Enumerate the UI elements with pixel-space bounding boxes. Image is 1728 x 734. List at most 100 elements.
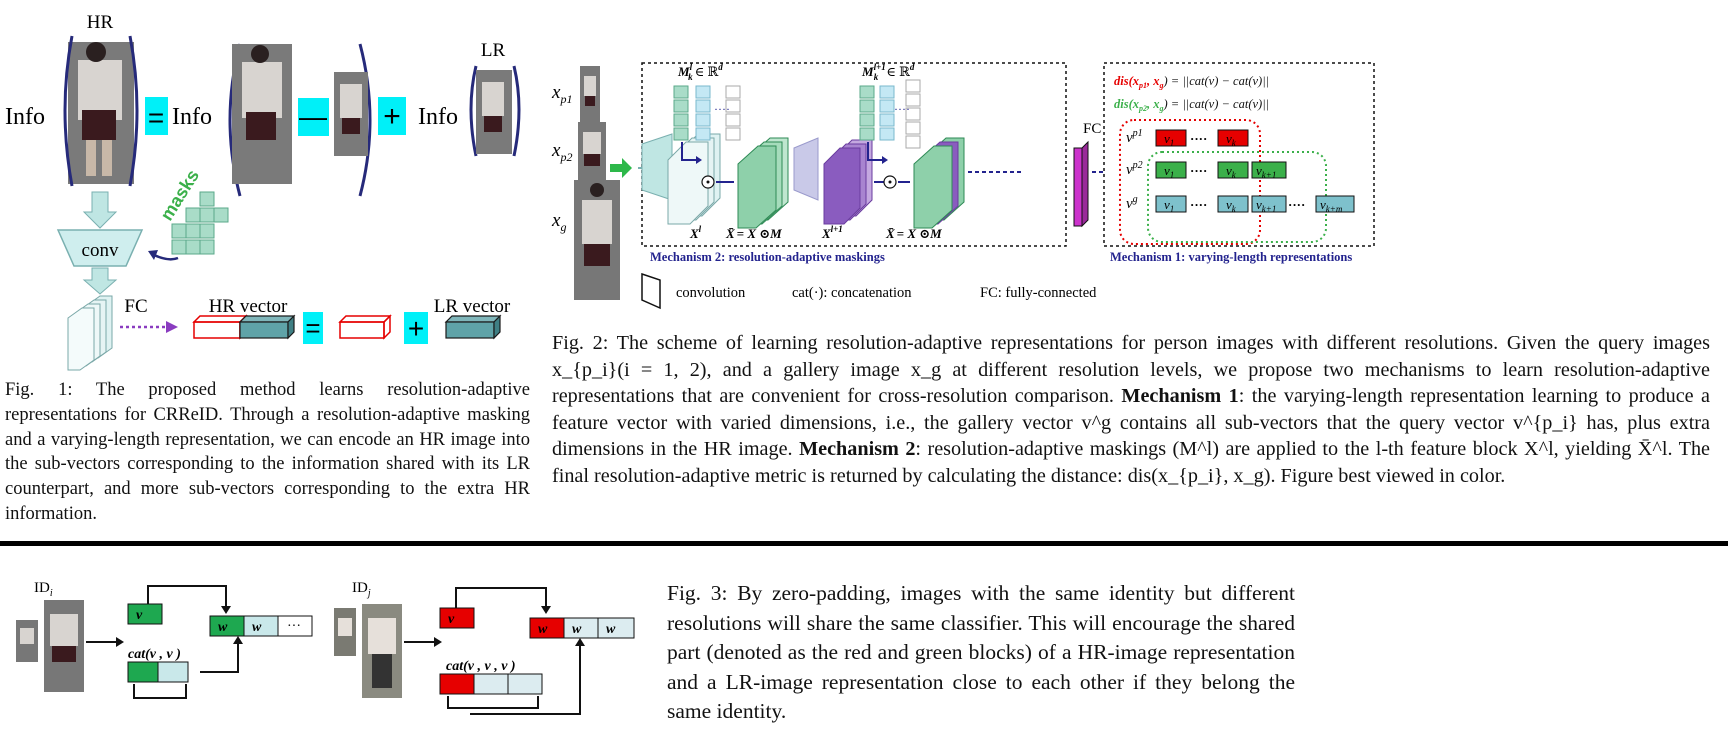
fig1-plus-sign: + bbox=[383, 100, 401, 133]
fig2-masked-block-2 bbox=[913, 137, 965, 229]
fig2-p1-vk bbox=[1217, 129, 1249, 147]
fig2-g-dots-2: ···· bbox=[1288, 197, 1305, 212]
fig1-hr-label: HR bbox=[87, 12, 114, 33]
fig2-p2-dots: ···· bbox=[1190, 163, 1207, 178]
fig3-ellipsis-block bbox=[277, 615, 313, 637]
fig2-legend-cat: cat(·): concatenation bbox=[792, 285, 912, 301]
fig3-idi-hr-image bbox=[44, 600, 84, 692]
fig2-xbar1-label: X̄= X ⊙M bbox=[885, 226, 942, 241]
fig1-conv-label: conv bbox=[82, 240, 119, 261]
fig1-mask-cubes bbox=[171, 191, 229, 255]
fig2-legend-fc: FC: fully-connected bbox=[980, 285, 1097, 301]
fig2-g-vk-text: vk bbox=[1226, 197, 1237, 214]
fig2-p1-v1 bbox=[1155, 129, 1187, 147]
fig3-idj-label: IDj bbox=[352, 580, 371, 599]
fig2-row-p1-label: vp1 bbox=[1126, 128, 1143, 146]
fig3-cat-i-v1 bbox=[127, 661, 159, 683]
fig2-legend-conv: convolution bbox=[676, 285, 746, 301]
section-divider bbox=[0, 541, 1728, 546]
fig2-xl-label: Xl bbox=[689, 224, 702, 241]
figure-1: HR LR Info = Info — + Info bbox=[5, 12, 521, 371]
fig1-equals-box-2 bbox=[303, 312, 323, 344]
fig2-caption-m1-label: Mechanism 1 bbox=[1121, 385, 1239, 408]
fig2-mechanism2-label: Mechanism 2: resolution-adaptive masking… bbox=[650, 250, 885, 264]
fig2-dis-formula-1: dis(xp1, xg) = ||cat(v) − cat(v)|| bbox=[1114, 74, 1269, 90]
fig1-plus-box bbox=[378, 97, 406, 135]
fig3-idj-hr-image bbox=[362, 604, 402, 698]
fig1-lr-image-1 bbox=[334, 72, 368, 156]
fig3-w1j-text: w bbox=[538, 622, 548, 637]
fig2-legend-conv-icon bbox=[641, 272, 661, 310]
fig2-mechanism1-label: Mechanism 1: varying-length representati… bbox=[1110, 250, 1352, 264]
fig2-mask-column-2 bbox=[859, 79, 921, 149]
fig1-hr-image-2 bbox=[232, 44, 292, 184]
fig1-plus-box-2 bbox=[404, 312, 428, 344]
fig3-idi-label: IDi bbox=[34, 580, 53, 599]
fig1-plus-sign-2: + bbox=[408, 313, 424, 344]
fig2-row-g-label: vg bbox=[1126, 194, 1138, 212]
fig1-hr-image bbox=[68, 42, 134, 184]
fig3-w2i-text: w bbox=[252, 620, 262, 635]
fig1-equals-sign: = bbox=[148, 102, 164, 133]
fig2-input-image-p1 bbox=[580, 66, 600, 122]
fig2-input-image-g bbox=[574, 180, 620, 300]
fig2-mask-dots-2: ···· bbox=[894, 102, 910, 116]
fig3-v1i-block bbox=[127, 603, 163, 625]
fig1-conv-block bbox=[56, 229, 144, 267]
fig2-fc-bar-side bbox=[1081, 140, 1089, 228]
fig3-idi-lr-image bbox=[16, 620, 38, 662]
fig3-w2j-text: w bbox=[572, 622, 582, 637]
fig3-cat-i-label: cat(v , v ) bbox=[128, 647, 181, 662]
fig3-w3j-text: w bbox=[606, 622, 616, 637]
fig3-w1i-text: w bbox=[218, 620, 228, 635]
fig2-input-image-p2 bbox=[578, 122, 606, 180]
fig1-hr-vector-label: HR vector bbox=[209, 296, 288, 317]
fig1-arrow-down-2 bbox=[82, 267, 118, 295]
fig2-green-arrow bbox=[610, 158, 632, 178]
fig2-xg-label: xg bbox=[551, 210, 566, 234]
fig3-v1i-text: v bbox=[136, 608, 143, 623]
fig2-g-v1 bbox=[1155, 195, 1187, 213]
fig3-cat-j-label: cat(v , v , v ) bbox=[446, 659, 516, 674]
fig1-info-1: Info bbox=[5, 104, 45, 130]
fig2-p2-v1-text: v1 bbox=[1164, 163, 1174, 180]
fig2-p2-vk1-text: vk+1 bbox=[1256, 163, 1276, 180]
fig2-g-vk1-text: vk+1 bbox=[1256, 197, 1276, 214]
fig2-mask-dots-1: ···· bbox=[714, 102, 730, 116]
fig1-fc-label: FC bbox=[124, 296, 147, 317]
fig2-feature-block-xl1 bbox=[823, 139, 873, 225]
fig1-lr-image-2 bbox=[476, 70, 512, 154]
fig2-fc-bar bbox=[1073, 147, 1083, 227]
fig2-xl1-label: Xl+1 bbox=[821, 224, 843, 241]
fig3-ellipsis-text: ··· bbox=[287, 619, 301, 634]
fig1-info-2: Info bbox=[172, 104, 212, 130]
fig2-xbar-label: X̄= X ⊙M bbox=[725, 226, 782, 241]
fig1-arrow-down-1 bbox=[82, 191, 118, 229]
fig2-caption-m1-text: : the varying-length representation lear… bbox=[552, 385, 1711, 461]
fig2-caption-m2-label: Mechanism 2 bbox=[799, 438, 916, 461]
fig3-caption-text: By zero-padding, images with the same id… bbox=[667, 581, 1296, 724]
fig2-g-dots-1: ···· bbox=[1190, 197, 1207, 212]
fig2-p1-v1-text: v1 bbox=[1164, 131, 1174, 148]
fig3-caption-prefix: Fig. 3: bbox=[667, 581, 728, 605]
fig3-v1j-text: v bbox=[448, 612, 455, 627]
fig2-g-vkm bbox=[1315, 195, 1355, 213]
fig3-cat-j-v1 bbox=[439, 673, 475, 695]
fig2-masked-block-1 bbox=[737, 137, 789, 229]
fig1-caption-prefix: Fig. 1: bbox=[5, 380, 73, 400]
fig1-lr-vector bbox=[444, 314, 502, 340]
fig2-caption: Fig. 2: The scheme of learning resolutio… bbox=[552, 330, 1710, 490]
fig1-equals-box bbox=[145, 97, 168, 135]
fig2-p2-vk-text: vk bbox=[1226, 163, 1237, 180]
fig2-caption-m2-text: : resolution-adaptive maskings (M^l) are… bbox=[552, 438, 1710, 487]
fig2-p2-vk1 bbox=[1251, 161, 1287, 179]
fig3-v1j-block bbox=[439, 607, 475, 629]
fig3-cat-j-v3 bbox=[507, 673, 543, 695]
fig2-green-group bbox=[1147, 151, 1327, 243]
fig1-lr-vector-label: LR vector bbox=[434, 296, 511, 317]
fig3-caption: Fig. 3: By zero-padding, images with the… bbox=[667, 579, 1295, 727]
fig2-row-p2-label: vp2 bbox=[1126, 160, 1143, 178]
